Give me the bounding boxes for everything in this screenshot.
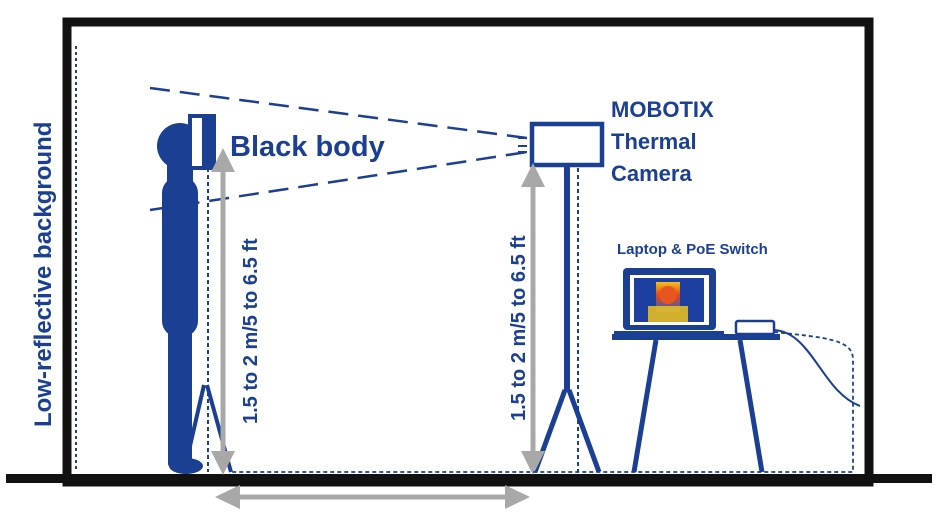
network-cables	[230, 329, 861, 473]
table-icon	[612, 334, 780, 473]
poe-switch-icon	[734, 319, 776, 336]
laptop-icon	[614, 268, 724, 337]
camera-label-line2: Thermal	[611, 129, 697, 154]
floor-line	[6, 474, 932, 483]
laptop-label: Laptop & PoE Switch	[617, 241, 768, 258]
camera-label-line3: Camera	[611, 161, 692, 186]
height-arrow-camera	[521, 163, 545, 475]
distance-arrow	[215, 485, 530, 509]
thermal-camera-icon	[529, 121, 605, 168]
camera-label-line1: MOBOTIX	[611, 97, 714, 122]
height-label-person: 1.5 to 2 m/5 to 6.5 ft	[240, 238, 262, 424]
tripod-icon	[532, 165, 602, 473]
black-body-icon	[188, 114, 216, 170]
field-of-view-lines	[149, 86, 528, 212]
background-label: Low-reflective background	[30, 122, 57, 427]
height-label-camera: 1.5 to 2 m/5 to 6.5 ft	[508, 235, 530, 421]
height-arrow-person	[211, 148, 235, 475]
room-frame	[6, 17, 932, 487]
black-body-label: Black body	[230, 131, 385, 163]
